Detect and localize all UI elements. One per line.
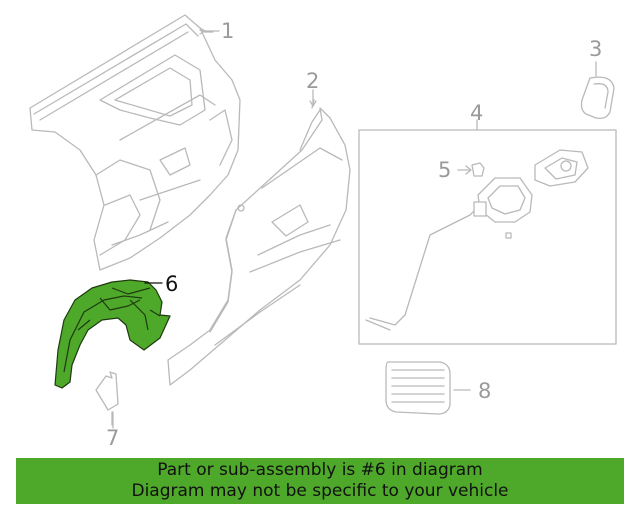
callout-8: 8 (478, 379, 492, 403)
part-8-vent-grille[interactable] (385, 361, 471, 415)
part-6-wheelhouse-liner[interactable] (54, 279, 171, 389)
callout-1: 1 (221, 19, 235, 43)
banner-line-2: Diagram may not be specific to your vehi… (131, 481, 509, 501)
part-3-fuel-door[interactable] (580, 76, 615, 120)
banner-line-1: Part or sub-assembly is #6 in diagram (157, 460, 483, 480)
callout-6[interactable]: 6 (165, 272, 179, 296)
callout-5: 5 (438, 158, 452, 182)
info-banner: Part or sub-assembly is #6 in diagram Di… (16, 458, 624, 504)
callout-2: 2 (306, 69, 320, 93)
part-7-bracket[interactable] (95, 371, 119, 426)
part-2-outer-quarter-panel[interactable] (167, 99, 351, 386)
part-5-fastener[interactable] (457, 162, 485, 177)
part-1-inner-quarter-panel[interactable] (29, 14, 241, 271)
parts-diagram (29, 14, 617, 429)
leader-lines (112, 27, 597, 429)
part-4-filler-housing-box[interactable] (358, 129, 617, 345)
callout-3: 3 (589, 37, 603, 61)
callout-4: 4 (470, 101, 484, 125)
callout-7: 7 (106, 426, 120, 450)
